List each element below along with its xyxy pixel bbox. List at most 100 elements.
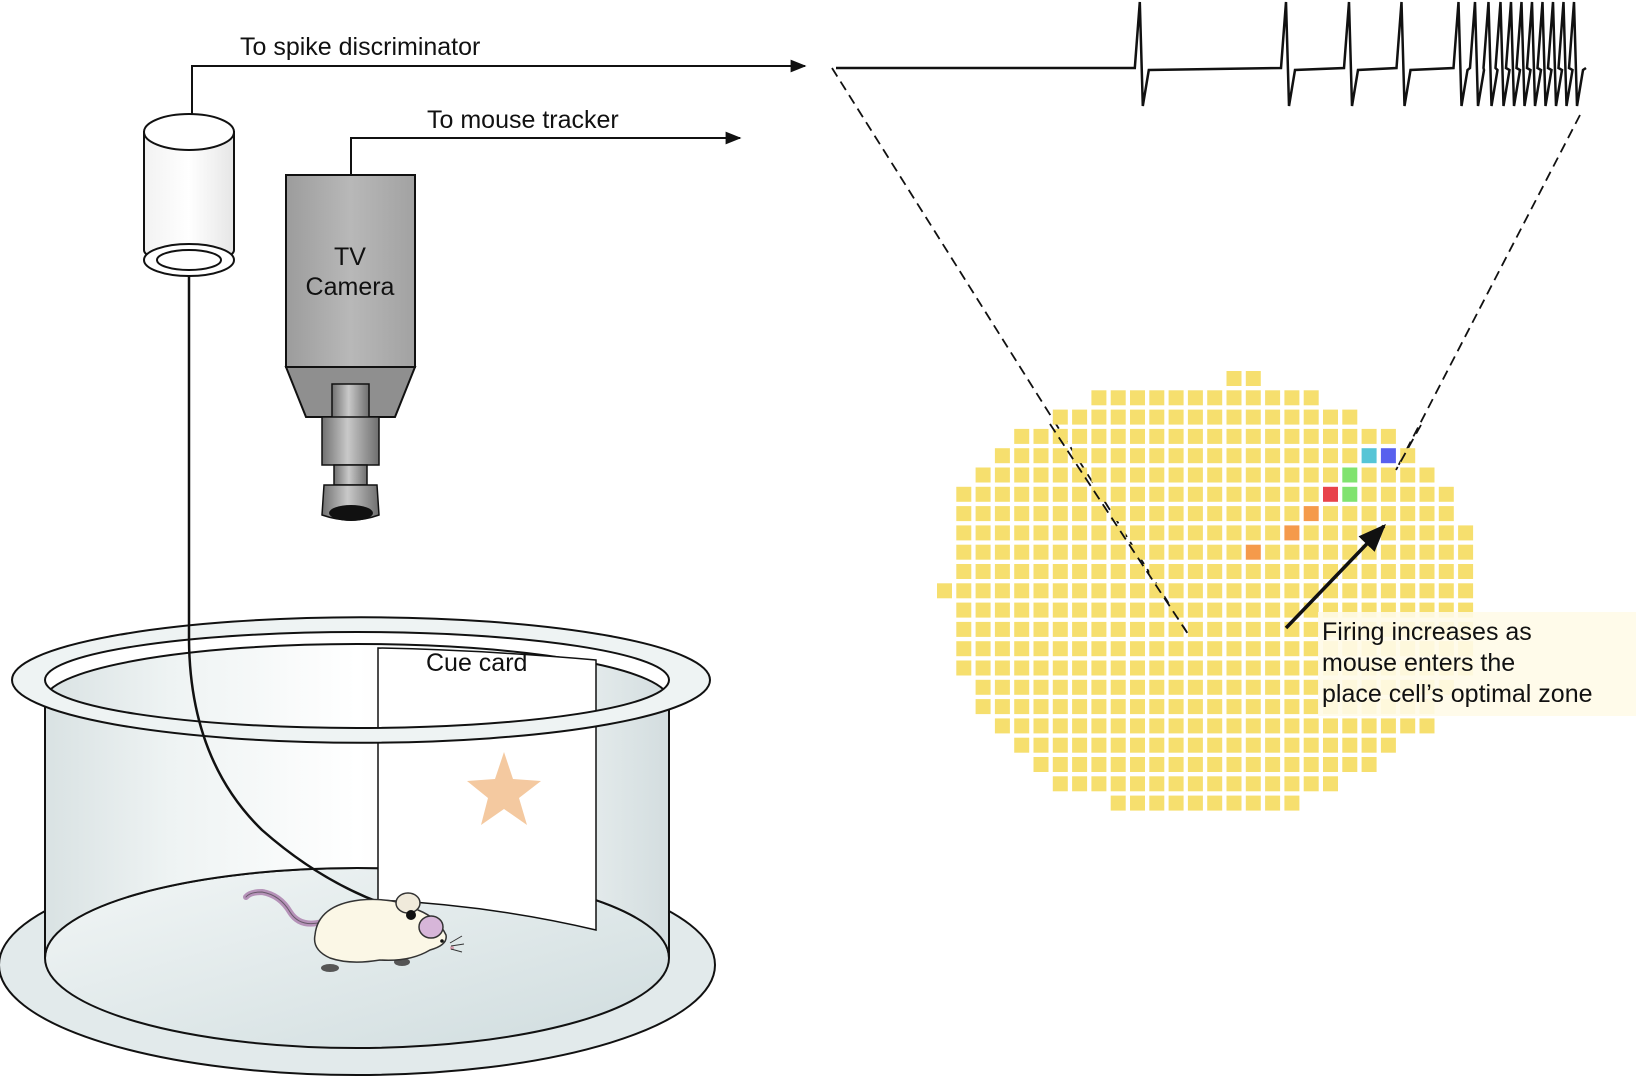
firing-cell [1091,525,1107,541]
firing-cell [1091,776,1107,792]
firing-cell [1168,757,1184,772]
firing-cell [1226,448,1242,464]
firing-cell [1168,583,1184,599]
spike-train [836,1,1587,107]
firing-cell [1052,544,1068,560]
firing-cell [1072,564,1088,579]
firing-cell [1323,467,1338,483]
camera-lens-glass [329,505,373,521]
movement-arrow [1284,523,1386,630]
firing-cell [1323,544,1338,560]
firing-cell [1207,525,1223,541]
zoom-line-right [1395,114,1581,471]
firing-cell [1265,718,1281,734]
firing-cell [1052,776,1068,792]
firing-cell [975,621,991,637]
firing-cell [1149,583,1165,599]
firing-cell [1130,602,1145,618]
firing-cell [1110,409,1126,425]
firing-cell [956,602,972,618]
firing-cell [1052,699,1068,715]
firing-cell [1226,371,1242,386]
firing-cell [1130,564,1145,579]
firing-cell [1400,467,1416,483]
firing-cell [994,718,1010,734]
firing-cell [1072,428,1088,444]
firing-cell [975,583,991,599]
firing-cell [1072,486,1088,502]
firing-cell [1284,467,1300,483]
firing-cell [1419,564,1435,579]
caption-line3: place cell’s optimal zone [1322,680,1593,708]
firing-cell [1245,409,1261,425]
firing-cell [994,679,1010,695]
firing-cell [1110,486,1126,502]
firing-cell [975,544,991,560]
firing-cell [1014,544,1030,560]
firing-cell-active [1323,486,1338,502]
firing-cell [1303,699,1319,715]
firing-cell [1226,660,1242,676]
firing-cell [1110,776,1126,792]
firing-cell [1226,795,1242,811]
firing-cell [1033,448,1049,464]
firing-cell [1168,525,1184,541]
firing-cell [1091,718,1107,734]
cue-card-label: Cue card [426,649,527,677]
firing-cell [1265,409,1281,425]
firing-cell [1187,409,1203,425]
firing-cell [994,486,1010,502]
firing-cell [1245,467,1261,483]
firing-cell [1168,544,1184,560]
firing-cell [1303,583,1319,599]
firing-cell [1303,737,1319,753]
firing-rate-map [937,371,1474,811]
firing-cell [1149,390,1165,406]
firing-cell [1458,564,1474,579]
firing-cell [1130,448,1145,464]
firing-cell [1284,699,1300,715]
firing-cell [1149,641,1165,657]
firing-cell [1052,564,1068,579]
firing-cell [1091,390,1107,406]
firing-cell [1303,776,1319,792]
firing-cell [1033,660,1049,676]
firing-cell [956,660,972,676]
firing-cell [1149,409,1165,425]
firing-cell [956,621,972,637]
firing-cell [1187,660,1203,676]
firing-cell [1265,467,1281,483]
firing-cell [1033,544,1049,560]
firing-cell [1303,409,1319,425]
firing-cell-active [1342,486,1358,502]
firing-cell [1149,544,1165,560]
firing-cell [1033,718,1049,734]
firing-cell [1207,602,1223,618]
firing-cell [1303,660,1319,676]
firing-cell [1052,448,1068,464]
firing-cell [1342,525,1358,541]
firing-cell [1245,795,1261,811]
firing-cell [1130,641,1145,657]
firing-cell [1226,467,1242,483]
firing-cell [1149,525,1165,541]
firing-cell [1323,428,1338,444]
firing-cell [975,679,991,695]
firing-cell [1265,564,1281,579]
firing-cell [1361,757,1377,772]
firing-cell-active [1245,544,1261,560]
firing-cell [1458,525,1474,541]
firing-cell [1168,602,1184,618]
firing-cell [1072,467,1088,483]
firing-cell [1226,564,1242,579]
firing-cell [1072,757,1088,772]
firing-cell [1284,506,1300,522]
firing-cell [1342,428,1358,444]
electrode-implant [406,910,416,920]
firing-cell [956,544,972,560]
firing-cell [1342,583,1358,599]
firing-cell [1380,583,1396,599]
firing-cell [1284,679,1300,695]
firing-cell [1400,525,1416,541]
firing-cell [975,641,991,657]
